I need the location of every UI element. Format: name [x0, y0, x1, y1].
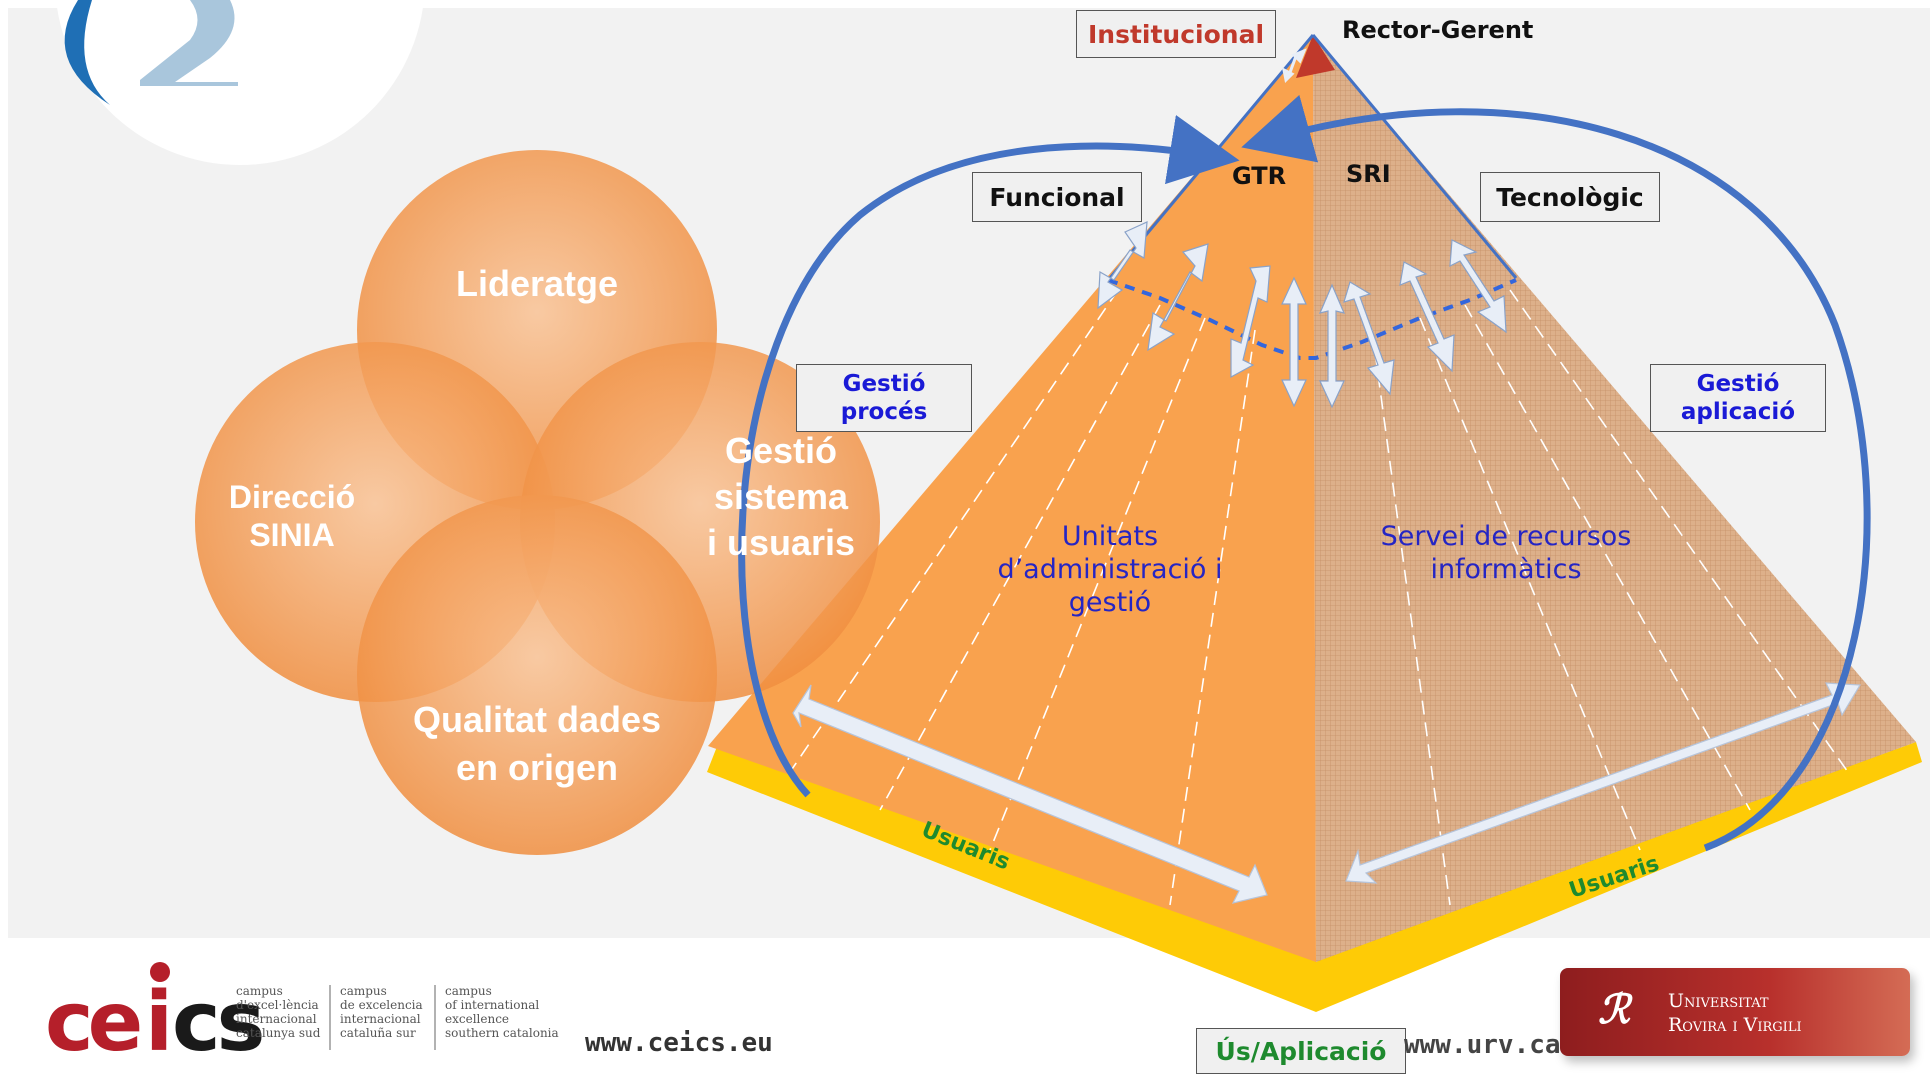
tag-gestio-proces: Gestió procés [796, 364, 972, 432]
exchange-arrows [1097, 221, 1507, 409]
label-gtr: GTR [1232, 162, 1287, 190]
urv-logo: ℛ Universitat Rovira i Virgili [1560, 968, 1910, 1056]
tag-funcional: Funcional [972, 172, 1142, 222]
venn-label-left: Direcció SINIA [228, 479, 356, 554]
urv-logo-line1: Universitat [1668, 990, 1769, 1012]
venn-label-right: Gestió sistema i usuaris [706, 430, 856, 563]
urv-logo-line2: Rovira i Virgili [1668, 1014, 1802, 1036]
label-rector-gerent: Rector-Gerent [1342, 16, 1534, 44]
venn-label-top: Lideratge [455, 263, 619, 304]
left-face-text: Unitats d’administració i gestió [997, 521, 1223, 618]
management-boundary [1107, 278, 1517, 360]
venn-circle-bottom [357, 495, 717, 855]
apex-institutional [1296, 35, 1335, 78]
pyramid-right-edge [1311, 34, 1518, 279]
svg-text:cs: cs [172, 975, 262, 1070]
tag-tecnologic: Tecnològic [1480, 172, 1660, 222]
ceics-logo: ce i cs [45, 962, 266, 1070]
base-arrows [792, 682, 1862, 904]
svg-text:i: i [145, 975, 173, 1070]
decorative-logo-fragment [56, 0, 424, 165]
apex-arrow [1281, 48, 1307, 84]
venn-diagram [195, 150, 880, 855]
right-face-text: Servei de recursos informàtics [1380, 521, 1632, 585]
tag-institucional: Institucional [1076, 10, 1276, 58]
urv-logo-mark: ℛ [1598, 986, 1630, 1033]
cycle-arrow-left [738, 114, 1240, 798]
urv-url[interactable]: www.urv.cat [1404, 1030, 1577, 1060]
label-sri: SRI [1346, 160, 1391, 188]
svg-text:ce: ce [45, 975, 140, 1070]
tag-us-aplicacio: Ús/Aplicació [1196, 1028, 1406, 1074]
face-divider-lines [787, 289, 1851, 906]
cycle-arrow-right [1241, 94, 1871, 852]
ceics-url[interactable]: www.ceics.eu [585, 1028, 773, 1058]
venn-label-bottom: Qualitat dades en origen [412, 699, 662, 788]
tag-gestio-aplicacio: Gestió aplicació [1650, 364, 1826, 432]
